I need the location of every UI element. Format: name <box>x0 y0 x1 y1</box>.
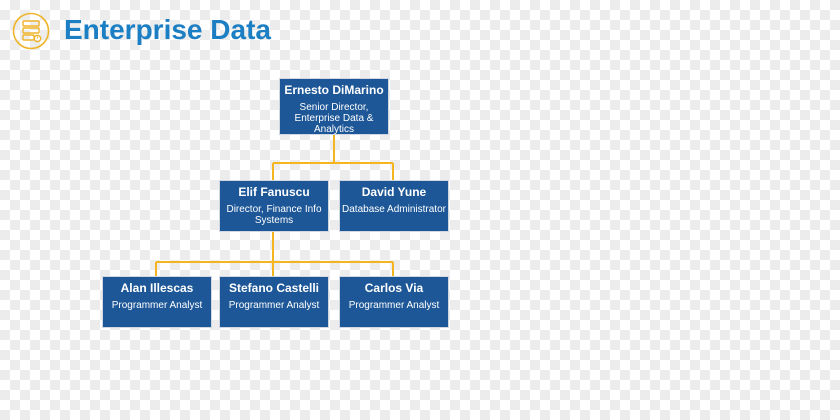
org-node-david-yune: David Yune Database Administrator <box>339 180 449 232</box>
node-role: Senior Director, Enterprise Data & Analy… <box>294 102 374 135</box>
org-node-carlos-via: Carlos Via Programmer Analyst <box>339 276 449 328</box>
node-role: Programmer Analyst <box>228 300 320 311</box>
node-name: Carlos Via <box>364 281 424 295</box>
org-node-alan-illescas: Alan Illescas Programmer Analyst <box>102 276 212 328</box>
org-node-ernesto-dimarino: Ernesto DiMarino Senior Director, Enterp… <box>279 78 389 135</box>
node-name: Ernesto DiMarino <box>284 83 384 97</box>
database-server-icon <box>12 12 50 50</box>
node-name: Alan Illescas <box>120 281 194 295</box>
node-role: Database Administrator <box>342 204 446 215</box>
org-node-elif-fanuscu: Elif Fanuscu Director, Finance Info Syst… <box>219 180 329 232</box>
node-name: David Yune <box>361 185 427 199</box>
page-title: Enterprise Data <box>64 14 271 45</box>
node-role: Programmer Analyst <box>348 300 440 311</box>
node-name: Stefano Castelli <box>228 281 320 295</box>
node-name: Elif Fanuscu <box>238 185 310 199</box>
node-role: Programmer Analyst <box>111 300 203 311</box>
org-node-stefano-castelli: Stefano Castelli Programmer Analyst <box>219 276 329 328</box>
node-role: Director, Finance Info Systems <box>226 204 322 226</box>
